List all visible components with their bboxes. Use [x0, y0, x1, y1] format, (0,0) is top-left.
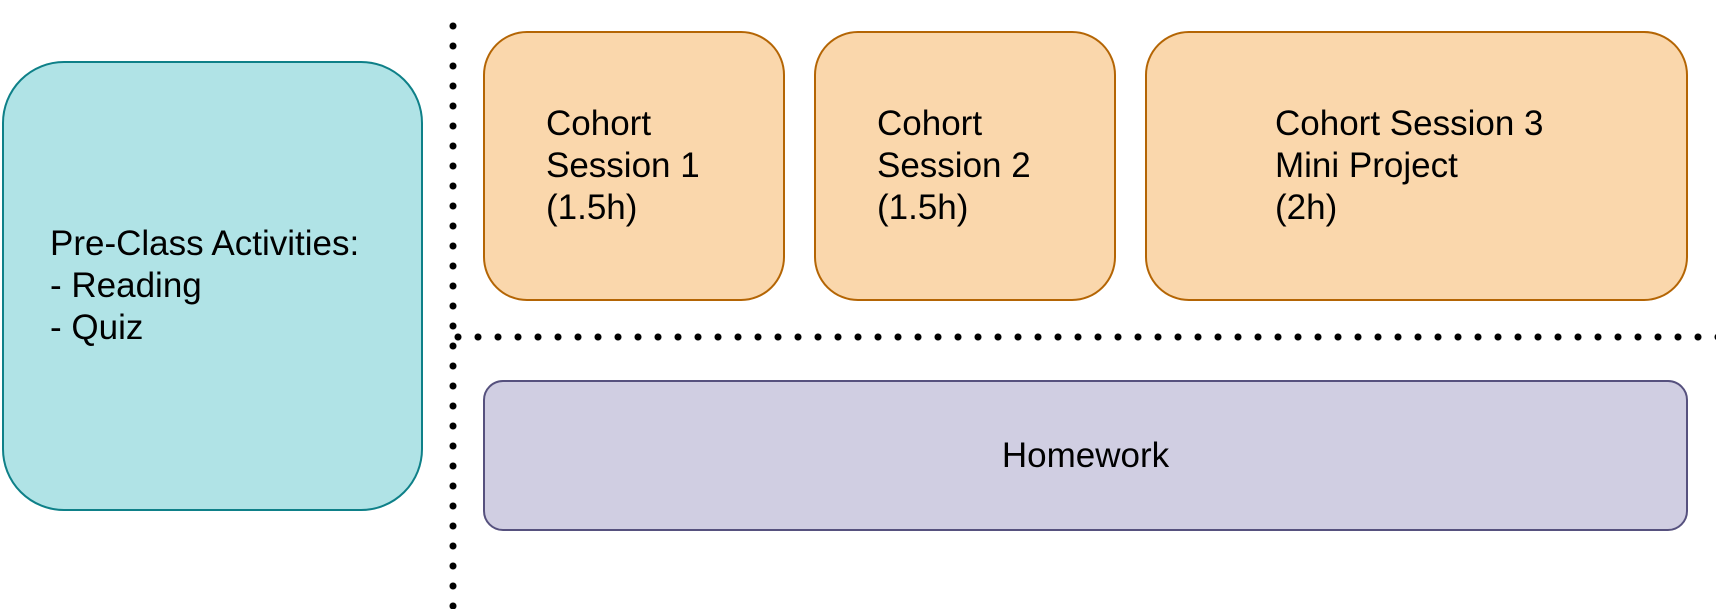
vertical-dotted-divider [448, 14, 458, 609]
cohort-session-2-label: Cohort Session 2 (1.5h) [877, 104, 1031, 227]
cohort-session-1-box: Cohort Session 1 (1.5h) [483, 31, 785, 301]
cohort-session-1-label: Cohort Session 1 (1.5h) [546, 104, 700, 227]
cohort-session-3-box: Cohort Session 3 Mini Project (2h) [1145, 31, 1688, 301]
pre-class-activities-box: Pre-Class Activities: - Reading - Quiz [2, 61, 423, 511]
cohort-session-2-box: Cohort Session 2 (1.5h) [814, 31, 1116, 301]
homework-box: Homework [483, 380, 1688, 531]
homework-label: Homework [1001, 435, 1170, 475]
cohort-session-3-label: Cohort Session 3 Mini Project (2h) [1275, 104, 1544, 227]
horizontal-dotted-divider [448, 332, 1716, 342]
pre-class-activities-label: Pre-Class Activities: - Reading - Quiz [50, 224, 360, 347]
